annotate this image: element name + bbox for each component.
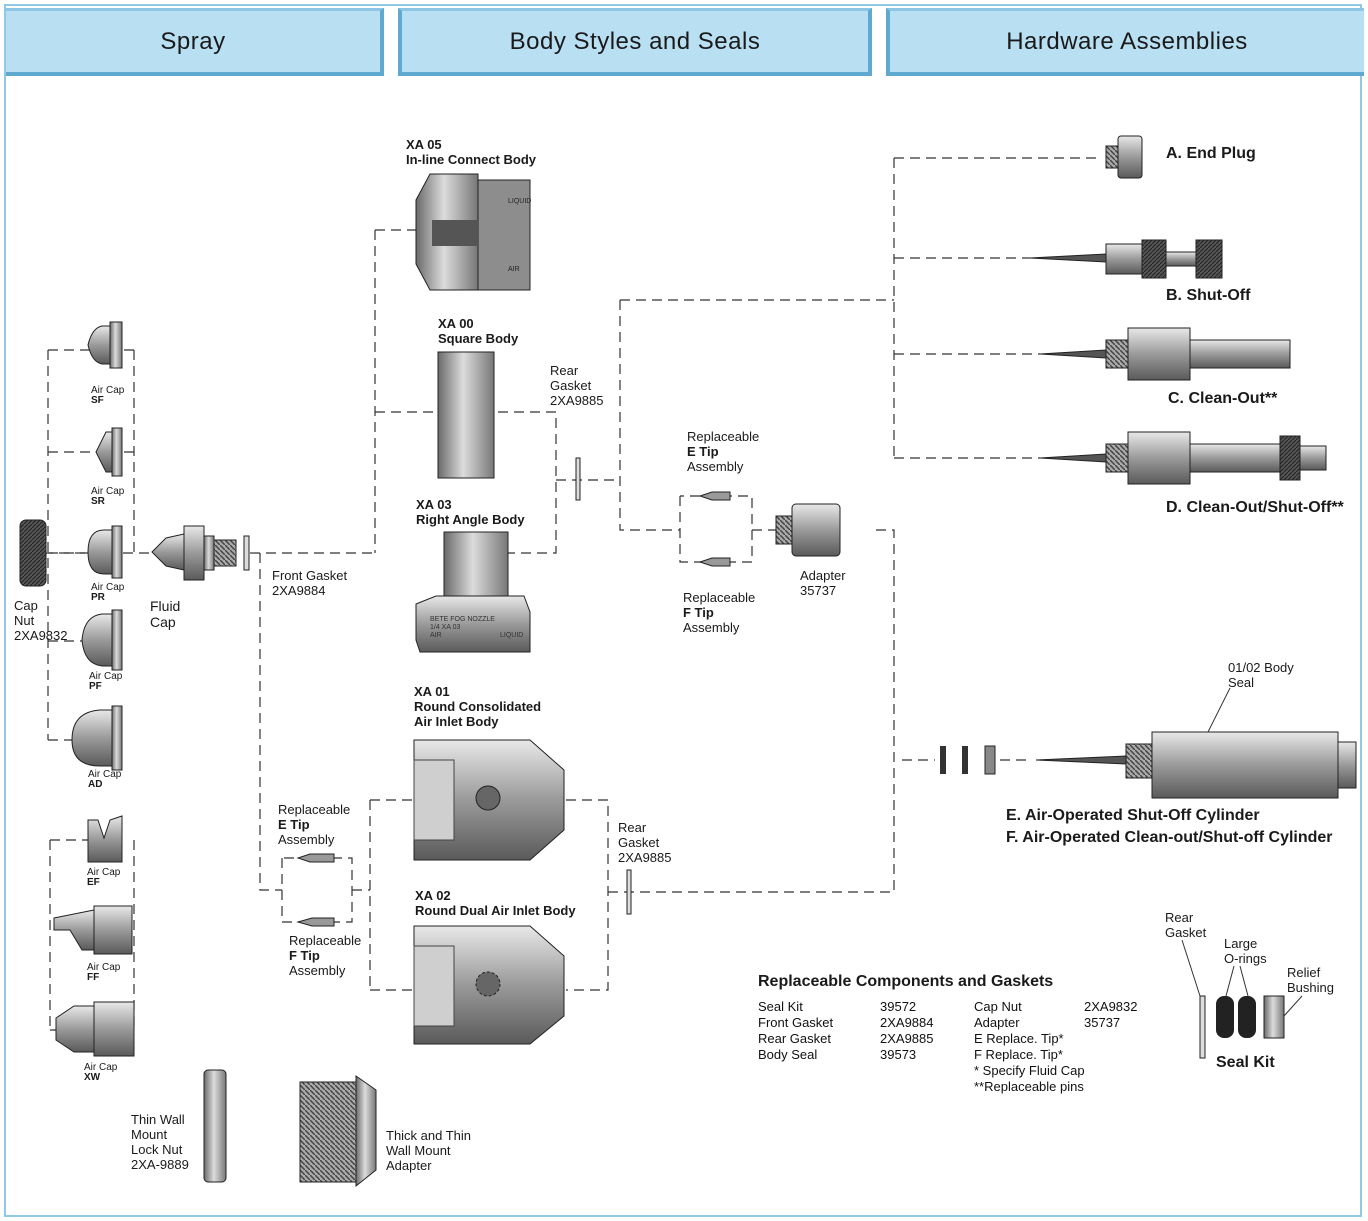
adapter-35737-icon — [776, 504, 840, 556]
clean-out-shut-off-icon — [1040, 432, 1326, 484]
clean-out-label: C. Clean-Out** — [1168, 389, 1277, 409]
rear-gasket-bottom-icon — [627, 870, 631, 914]
components-row: **Replaceable pins — [974, 1079, 1138, 1095]
shut-off-label: B. Shut-Off — [1166, 286, 1250, 306]
e-tip-icon-left — [298, 854, 334, 862]
air-cap-sf-icon — [88, 322, 122, 368]
cap-nut-icon — [20, 520, 46, 586]
components-row: F Replace. Tip* — [974, 1047, 1138, 1063]
wall-adapter-icon — [300, 1076, 376, 1186]
rear-gasket-top-icon — [576, 458, 580, 500]
air-cap-ad-icon — [72, 706, 122, 770]
cylinder-e-label: E. Air-Operated Shut-Off Cylinder — [1006, 806, 1260, 826]
components-row: * Specify Fluid Cap — [974, 1063, 1138, 1079]
xa02-round-dual-body-icon — [414, 926, 564, 1044]
e-tip-icon-right — [700, 492, 730, 500]
clean-out-icon — [1040, 328, 1290, 380]
air-cap-ff-icon — [54, 906, 132, 954]
xa00-square-body-icon — [438, 352, 494, 478]
shut-off-icon — [1030, 240, 1222, 278]
inline-stamp-air: AIR — [508, 262, 520, 277]
components-row: E Replace. Tip* — [974, 1031, 1138, 1047]
fluid-cap-icon — [152, 526, 249, 580]
seal-kit-icon — [1200, 996, 1284, 1058]
xa01-round-consolidated-body-icon — [414, 740, 564, 860]
air-cap-ef-icon — [88, 816, 122, 862]
air-cap-pf-icon — [82, 610, 122, 670]
air-cap-pr-icon — [88, 526, 122, 578]
clean-out-shut-off-label: D. Clean-Out/Shut-Off** — [1166, 498, 1344, 518]
lock-nut-icon — [204, 1070, 226, 1182]
components-title: Replaceable Components and Gaskets — [758, 972, 1053, 992]
air-cap-xw-icon — [56, 1002, 134, 1056]
inline-stamp-liquid: LIQUID — [508, 194, 531, 209]
seal-kit-title: Seal Kit — [1216, 1053, 1275, 1073]
f-tip-icon-left — [298, 918, 334, 926]
air-cap-sr-icon — [96, 428, 122, 476]
air-operated-cylinder-icon — [940, 732, 1356, 798]
end-plug-label: A. End Plug — [1166, 144, 1256, 164]
cylinder-f-label: F. Air-Operated Clean-out/Shut-off Cylin… — [1006, 828, 1333, 848]
f-tip-icon-right — [700, 558, 730, 566]
end-plug-icon — [1106, 136, 1142, 178]
